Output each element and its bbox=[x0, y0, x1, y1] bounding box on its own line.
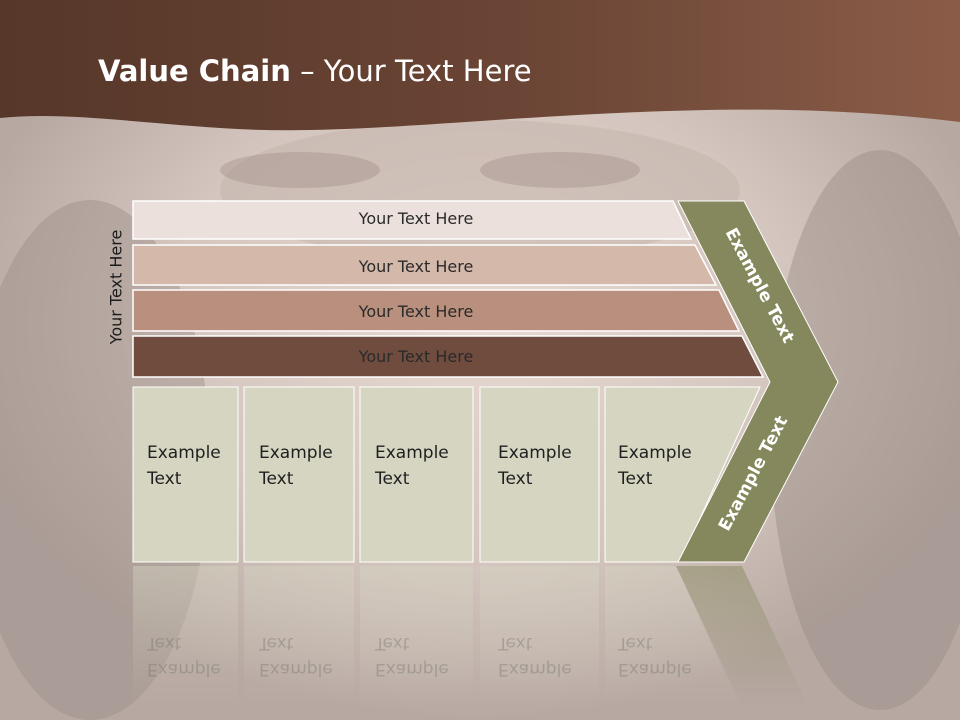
box-5-reflection-text: Example Text bbox=[618, 630, 692, 682]
box-4-reflection-line-1: Example bbox=[498, 659, 572, 679]
band-3 bbox=[132, 289, 741, 332]
header-band bbox=[0, 0, 960, 131]
box-1-line-1: Example bbox=[147, 443, 221, 463]
box-4-text: Example Text bbox=[498, 440, 572, 492]
box-reflection-1 bbox=[133, 566, 238, 706]
band-4 bbox=[132, 335, 765, 378]
activity-box-2 bbox=[243, 386, 355, 563]
chevron-arrow bbox=[677, 200, 839, 563]
box-4-line-1: Example bbox=[498, 443, 572, 463]
band-1 bbox=[132, 200, 693, 240]
activity-box-4 bbox=[479, 386, 600, 563]
band-4-label: Your Text Here bbox=[358, 347, 474, 366]
box-2-reflection-text: Example Text bbox=[259, 630, 333, 682]
activity-box-1 bbox=[132, 386, 239, 563]
box-3-reflection-line-2: Text bbox=[375, 633, 410, 653]
band-1-label: Your Text Here bbox=[358, 209, 474, 228]
box-4-line-2: Text bbox=[498, 469, 533, 489]
box-2-reflection-line-1: Example bbox=[259, 659, 333, 679]
box-3-line-1: Example bbox=[375, 443, 449, 463]
band-2 bbox=[132, 244, 718, 286]
box-2-reflection-line-2: Text bbox=[259, 633, 294, 653]
box-1-line-2: Text bbox=[147, 469, 182, 489]
box-3-text: Example Text bbox=[375, 440, 449, 492]
box-5-line-1: Example bbox=[618, 443, 692, 463]
box-reflection-5 bbox=[605, 566, 740, 706]
box-5-reflection-line-2: Text bbox=[618, 633, 653, 653]
box-2-text: Example Text bbox=[259, 440, 333, 492]
box-1-reflection-line-2: Text bbox=[147, 633, 182, 653]
title-rest: – Your Text Here bbox=[290, 54, 532, 88]
chevron-reflection bbox=[676, 566, 808, 706]
box-4-reflection-text: Example Text bbox=[498, 630, 572, 682]
box-reflection-4 bbox=[480, 566, 599, 706]
box-3-reflection-text: Example Text bbox=[375, 630, 449, 682]
box-5-line-2: Text bbox=[618, 469, 653, 489]
band-3-label: Your Text Here bbox=[358, 302, 474, 321]
box-reflection-3 bbox=[360, 566, 473, 706]
box-2-line-1: Example bbox=[259, 443, 333, 463]
activity-box-3 bbox=[359, 386, 474, 563]
box-4-reflection-line-2: Text bbox=[498, 633, 533, 653]
box-2-line-2: Text bbox=[259, 469, 294, 489]
box-reflection-2 bbox=[244, 566, 354, 706]
box-1-reflection-line-1: Example bbox=[147, 659, 221, 679]
box-1-reflection-text: Example Text bbox=[147, 630, 221, 682]
title-bold: Value Chain bbox=[98, 54, 291, 88]
box-5-text: Example Text bbox=[618, 440, 692, 492]
box-3-reflection-line-1: Example bbox=[375, 659, 449, 679]
band-2-label: Your Text Here bbox=[358, 257, 474, 276]
box-1-text: Example Text bbox=[147, 440, 221, 492]
box-5-reflection-line-1: Example bbox=[618, 659, 692, 679]
box-3-line-2: Text bbox=[375, 469, 410, 489]
page-title: Value Chain – Your Text Here bbox=[98, 54, 532, 88]
